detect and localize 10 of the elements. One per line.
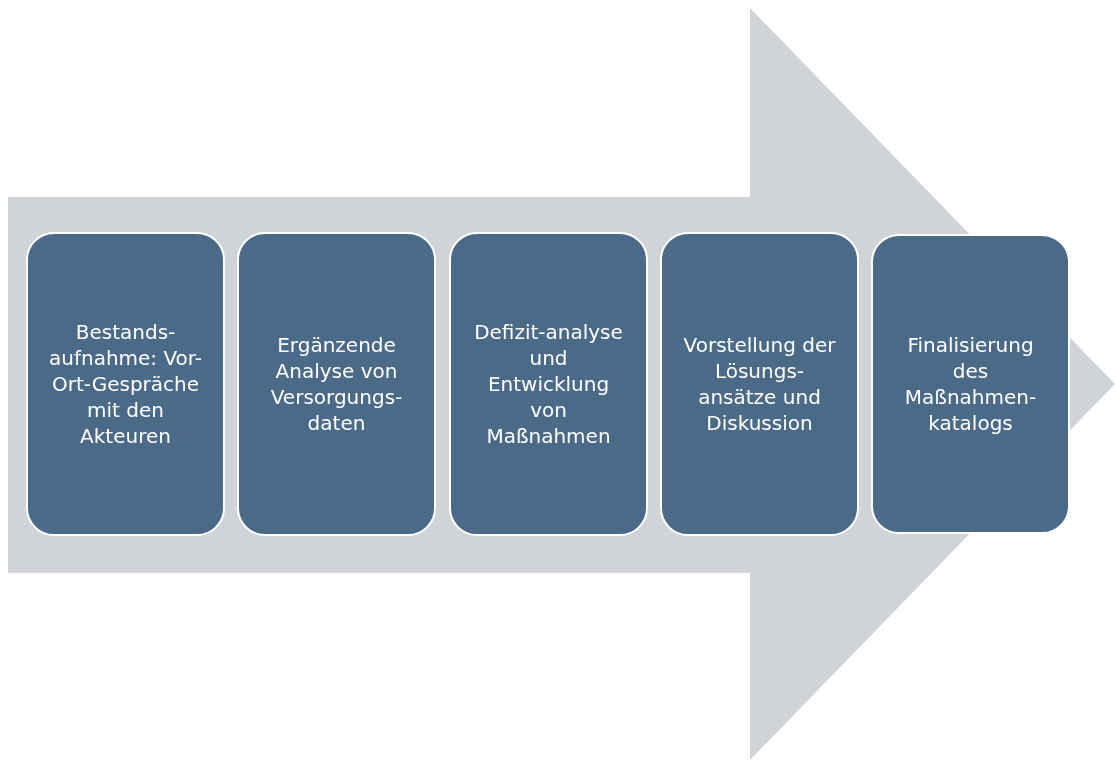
- step-label: Defizit-analyse und Entwicklung von Maßnahmen: [473, 319, 624, 449]
- step-box: [449, 232, 648, 536]
- step-box: [26, 232, 225, 536]
- step-label: Finalisierung des Maßnahmen-katalogs: [903, 332, 1038, 436]
- step-label: Vorstellung der Lösungs-ansätze und Diskussion: [682, 332, 837, 436]
- step-box: [237, 232, 436, 536]
- step-label: Ergänzende Analyse von Versorgungs-daten: [269, 332, 404, 436]
- step-label: Bestands-aufnahme: Vor-Ort-Gespräche mit den Akteuren: [48, 319, 203, 449]
- step-box: [660, 232, 859, 536]
- step-box: [871, 234, 1070, 534]
